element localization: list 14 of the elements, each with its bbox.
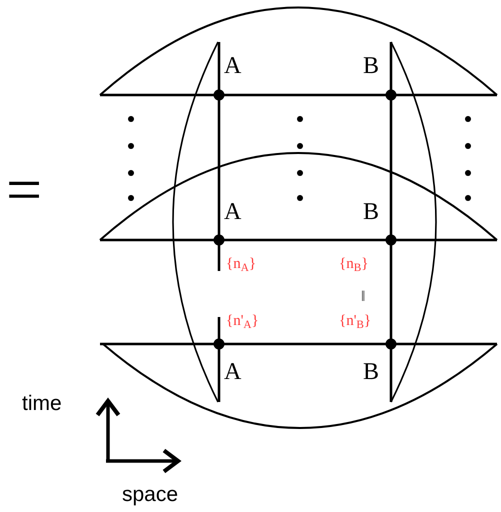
occupation-label: {n'$_{A}$} bbox=[226, 314, 259, 329]
site-label: B bbox=[363, 54, 380, 78]
axis-label: space bbox=[122, 484, 178, 505]
site-label: B bbox=[363, 200, 380, 224]
occupation-label: {n$_{A}$} bbox=[226, 257, 256, 272]
site-label: A bbox=[224, 360, 242, 384]
site-label: A bbox=[224, 200, 242, 224]
occupation-label: {n$_{B}$} bbox=[339, 257, 368, 272]
axis-label: time bbox=[22, 393, 62, 414]
occupation-label: {n'$_{B}$} bbox=[339, 314, 372, 329]
equals-sign: = bbox=[6, 158, 42, 222]
equality-sign: ‖ bbox=[361, 290, 366, 305]
site-label: A bbox=[224, 54, 242, 78]
site-label: B bbox=[363, 360, 380, 384]
